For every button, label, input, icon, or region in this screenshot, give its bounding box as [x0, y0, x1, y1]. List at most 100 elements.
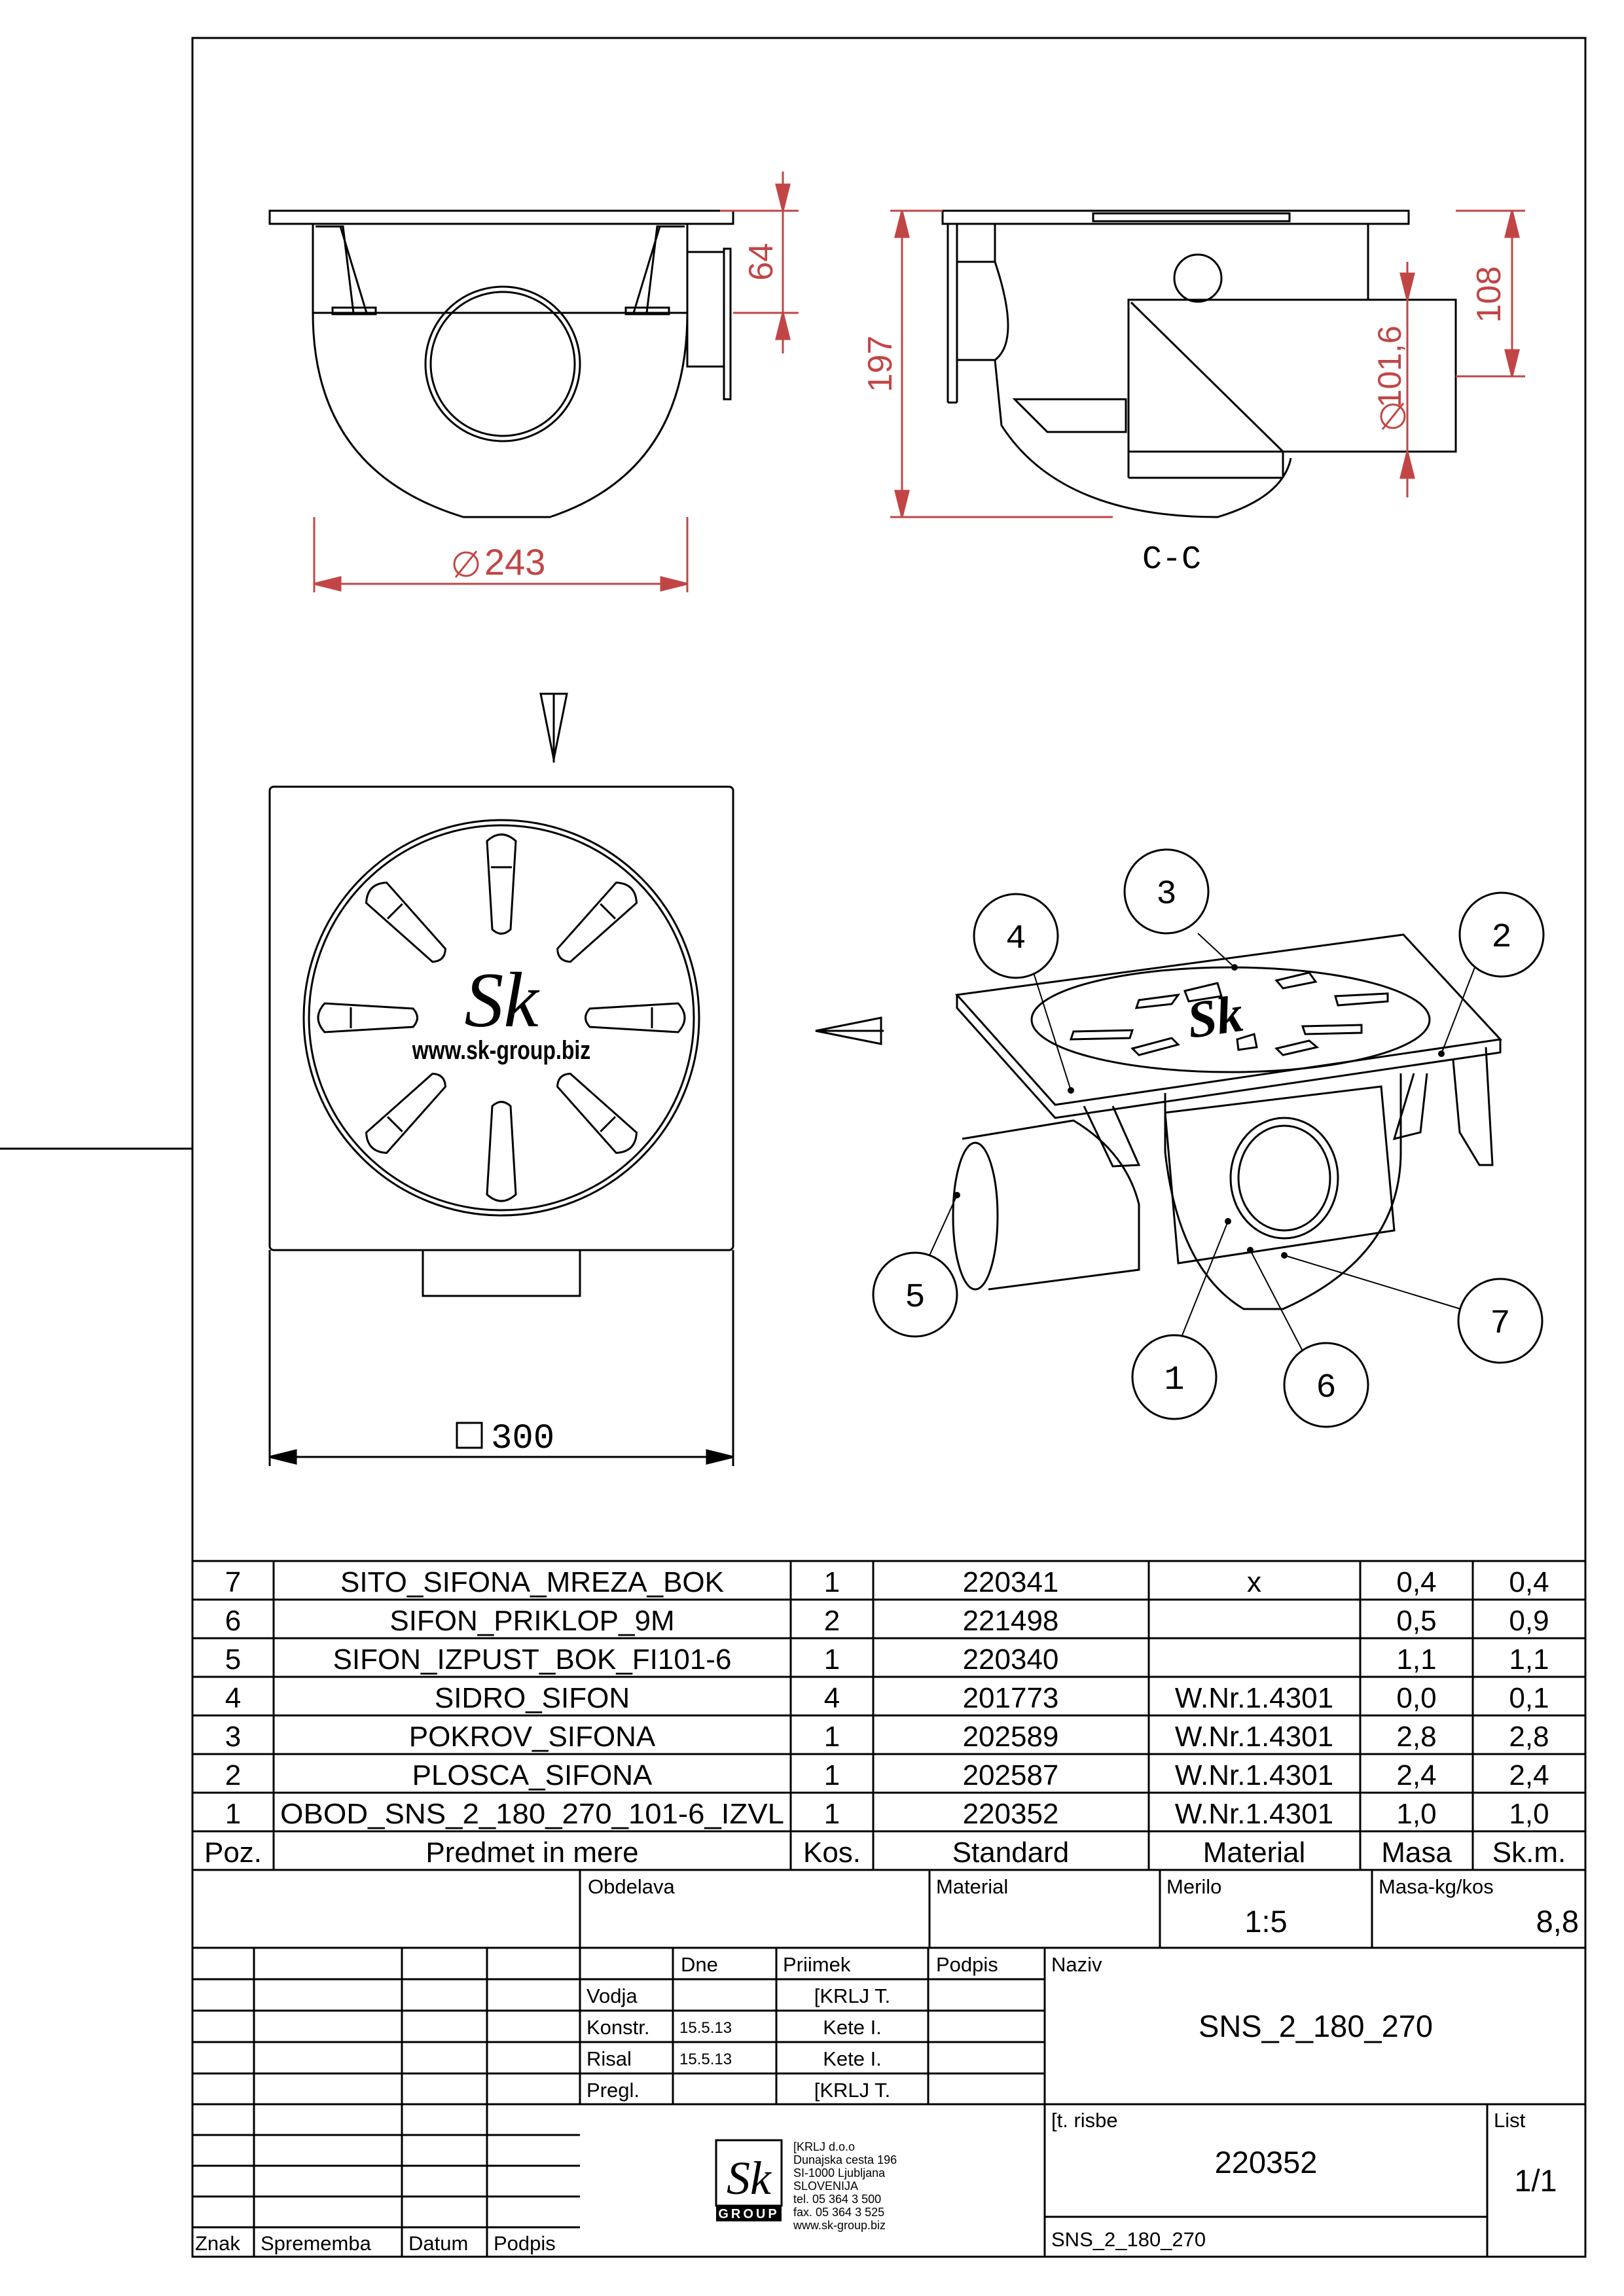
tb-merilo-label: Merilo: [1166, 1875, 1221, 1898]
bom-cell: W.Nr.1.4301: [1175, 1759, 1333, 1791]
bom-cell: 2,8: [1396, 1721, 1436, 1753]
balloon-6: [1283, 1342, 1369, 1428]
balloon-5-label: 5: [905, 1278, 925, 1317]
dim-300: 300: [491, 1419, 554, 1459]
tb-list-value: 1/1: [1514, 2163, 1557, 2198]
company-logo: Sk GROUP: [715, 2139, 783, 2221]
bom-cell: 2,4: [1509, 1759, 1549, 1791]
dim-108: 108: [1470, 266, 1508, 323]
tb-obdelava: Obdelava: [588, 1875, 675, 1898]
tb-priimek-header: Priimek: [783, 1953, 851, 1976]
company-logo-mark: Sk: [727, 2152, 772, 2204]
tb-rev-datum: Datum: [408, 2232, 468, 2255]
tb-material-label: Material: [936, 1875, 1008, 1898]
tb-bottom-name: SNS_2_180_270: [1051, 2228, 1206, 2251]
dim-243: 243: [484, 541, 545, 583]
bom-cell: 0,4: [1509, 1566, 1549, 1598]
balloons: [872, 848, 1545, 1428]
bom-cell: 201773: [963, 1682, 1059, 1714]
bom-header: Masa: [1381, 1837, 1452, 1869]
tb-role: Pregl.: [586, 2079, 640, 2102]
bom-cell: 0,0: [1396, 1682, 1436, 1714]
tb-role-name: Kete I.: [823, 2016, 882, 2039]
company-line: [KRLJ d.o.o: [793, 2140, 855, 2153]
balloon-3-label: 3: [1156, 875, 1176, 914]
dim-197: 197: [861, 336, 899, 393]
tb-naziv-value: SNS_2_180_270: [1199, 2009, 1433, 2043]
dim-64: 64: [742, 243, 780, 281]
bom-cell: POKROV_SIFONA: [409, 1721, 656, 1753]
bom-cell: 1,0: [1509, 1798, 1549, 1830]
dim-101-6: 101,6: [1371, 325, 1408, 407]
tb-role-name: [KRLJ T.: [814, 2079, 891, 2102]
bom-header: Material: [1203, 1837, 1306, 1869]
bom-cell: 1: [824, 1798, 840, 1830]
section-label: C-C: [1142, 541, 1201, 579]
bom-cell: 2: [225, 1759, 241, 1791]
balloon-1: [1131, 1334, 1218, 1420]
tb-rev-znak: Znak: [195, 2232, 240, 2255]
balloon-2: [1458, 891, 1545, 978]
bom-cell: PLOSCA_SIFONA: [412, 1759, 653, 1791]
bom-cell: SITO_SIFONA_MREZA_BOK: [340, 1566, 724, 1598]
bom-cell: 6: [225, 1605, 241, 1637]
tb-role: Vodja: [586, 1984, 638, 2007]
tb-rev-podpis: Podpis: [494, 2232, 556, 2255]
bom-cell: 221498: [963, 1605, 1059, 1637]
bom-cell: 220352: [963, 1798, 1059, 1830]
bom-header: Kos.: [803, 1837, 861, 1869]
balloon-5: [872, 1251, 958, 1338]
tb-masa-label: Masa-kg/kos: [1379, 1875, 1494, 1898]
company-logo-caption: GROUP: [718, 2207, 779, 2221]
section-view: [941, 209, 1457, 518]
tb-st-risbe-label: [t. risbe: [1051, 2109, 1118, 2132]
bom-cell: 202589: [963, 1721, 1059, 1753]
bom-header: Predmet in mere: [425, 1837, 638, 1869]
bom-cell: 0,5: [1396, 1605, 1436, 1637]
front-view: [268, 209, 734, 518]
bom-cell: 220341: [963, 1566, 1059, 1598]
bom-cell: 1: [824, 1759, 840, 1791]
sheet-frame: [0, 37, 1587, 2258]
tb-rev-sprememba: Sprememba: [261, 2232, 372, 2255]
front-view-dimensions: [313, 171, 799, 592]
bom-cell: 2: [824, 1605, 840, 1637]
bom-cell: 1: [824, 1721, 840, 1753]
company-address: [KRLJ d.o.o Dunajska cesta 196 SI-1000 L…: [793, 2140, 897, 2232]
iso-logo: Sk: [1183, 985, 1246, 1050]
bom-cell: SIFON_PRIKLOP_9M: [389, 1605, 674, 1637]
company-line: fax. 05 364 3 525: [793, 2206, 884, 2219]
company-line: tel. 05 364 3 500: [793, 2193, 881, 2206]
bom-cell: 1,1: [1509, 1643, 1549, 1676]
bom-cell: 0,4: [1396, 1566, 1436, 1598]
bom-cell: 2,8: [1509, 1721, 1549, 1753]
bom-cell: W.Nr.1.4301: [1175, 1798, 1333, 1830]
bom-cell: 2,4: [1396, 1759, 1436, 1791]
section-view-dimensions: [890, 209, 1525, 518]
company-line: Dunajska cesta 196: [793, 2153, 897, 2166]
bom-cell: 202587: [963, 1759, 1059, 1791]
tb-merilo-value: 1:5: [1244, 1904, 1287, 1939]
bom-table-grid: [191, 1560, 1587, 1871]
balloon-4-label: 4: [1005, 920, 1026, 958]
bom-header: Sk.m.: [1492, 1837, 1566, 1869]
balloon-3: [1123, 848, 1210, 935]
bom-rows: 7 SITO_SIFONA_MREZA_BOK 1 220341 x 0,4 0…: [204, 1566, 1566, 1869]
bom-cell: 1: [824, 1566, 840, 1598]
bom-cell: 1,0: [1396, 1798, 1436, 1830]
bom-cell: x: [1247, 1566, 1261, 1598]
bom-header: Poz.: [204, 1837, 262, 1869]
top-view-dimensions: [268, 1250, 734, 1466]
tb-role-name: Kete I.: [823, 2047, 882, 2070]
bom-cell: 1: [824, 1643, 840, 1676]
balloon-1-label: 1: [1164, 1361, 1184, 1399]
isometric-view: [952, 933, 1503, 1310]
balloon-7-label: 7: [1490, 1304, 1510, 1343]
bom-cell: W.Nr.1.4301: [1175, 1721, 1333, 1753]
balloon-4: [973, 893, 1059, 979]
tb-role: Konstr.: [586, 2016, 650, 2039]
bom-cell: 0,1: [1509, 1682, 1549, 1714]
company-line: SI-1000 Ljubljana: [793, 2166, 886, 2179]
grate-logo: Sk: [464, 956, 540, 1043]
